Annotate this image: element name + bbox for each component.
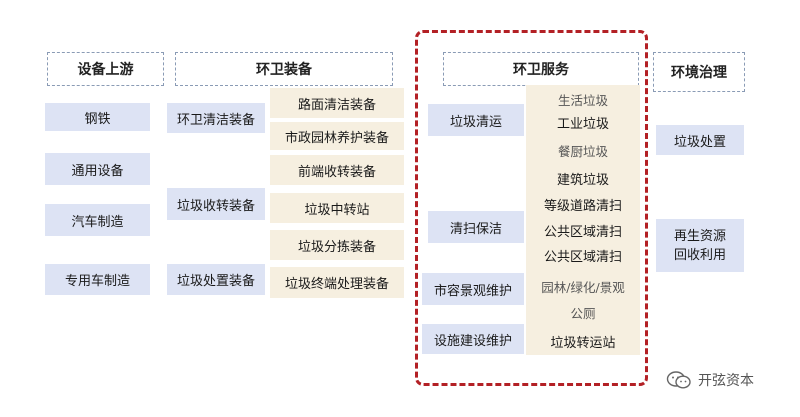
- service-item-industrial-waste: 工业垃圾: [556, 117, 609, 132]
- env-item-recycling: 再生资源 回收利用: [656, 219, 744, 272]
- service-item-public-area-1: 公共区域清扫: [543, 225, 622, 240]
- watermark: 开弦资本: [666, 370, 754, 390]
- upstream-steel: 钢铁: [45, 103, 150, 131]
- service-item-transfer-station: 垃圾转运站: [550, 336, 616, 351]
- service-item-public-toilet: 公厕: [570, 306, 596, 321]
- wechat-icon: [666, 371, 691, 389]
- header-upstream: 设备上游: [47, 52, 164, 86]
- service-item-landscape: 园林/绿化/景观: [541, 280, 625, 295]
- service-item-domestic-waste: 生活垃圾: [557, 93, 608, 108]
- service-item-construction-waste: 建筑垃圾: [556, 173, 609, 188]
- upstream-special-vehicle: 专用车制造: [45, 264, 150, 295]
- services-highlight-frame: [415, 30, 648, 386]
- equipment-item-transfer-station: 垃圾中转站: [270, 193, 404, 223]
- watermark-text: 开弦资本: [698, 373, 754, 389]
- upstream-general-equipment: 通用设备: [45, 153, 150, 185]
- equipment-group-disposal: 垃圾处置装备: [167, 264, 265, 295]
- equipment-item-terminal-treatment: 垃圾终端处理装备: [270, 267, 404, 298]
- upstream-auto-manufacturing: 汽车制造: [45, 204, 150, 236]
- service-items-column: 生活垃圾 工业垃圾 餐厨垃圾 建筑垃圾 等级道路清扫 公共区域清扫 公共区域清扫…: [526, 85, 640, 355]
- equipment-item-road-cleaning: 路面清洁装备: [270, 88, 404, 118]
- service-group-garbage-transport: 垃圾清运: [428, 104, 524, 136]
- equipment-group-cleaning: 环卫清洁装备: [167, 103, 265, 133]
- equipment-item-sorting: 垃圾分拣装备: [270, 230, 404, 260]
- service-item-public-area-2: 公共区域清扫: [543, 250, 622, 265]
- service-item-road-sweeping: 等级道路清扫: [543, 199, 622, 214]
- equipment-item-front-end-collection: 前端收转装备: [270, 155, 404, 185]
- service-item-kitchen-waste: 餐厨垃圾: [557, 144, 608, 159]
- env-item-garbage-disposal: 垃圾处置: [656, 125, 744, 155]
- header-equipment: 环卫装备: [175, 52, 393, 86]
- equipment-item-municipal-garden: 市政园林养护装备: [270, 122, 404, 150]
- header-env: 环境治理: [653, 52, 745, 92]
- header-services: 环卫服务: [443, 52, 639, 86]
- env-item-recycling-line1: 再生资源: [673, 228, 726, 244]
- equipment-group-collection: 垃圾收转装备: [167, 188, 265, 220]
- service-group-cleaning: 清扫保洁: [428, 211, 524, 243]
- env-item-recycling-line2: 回收利用: [673, 247, 726, 263]
- service-group-facility: 设施建设维护: [422, 324, 524, 354]
- service-group-cityscape: 市容景观维护: [422, 273, 524, 305]
